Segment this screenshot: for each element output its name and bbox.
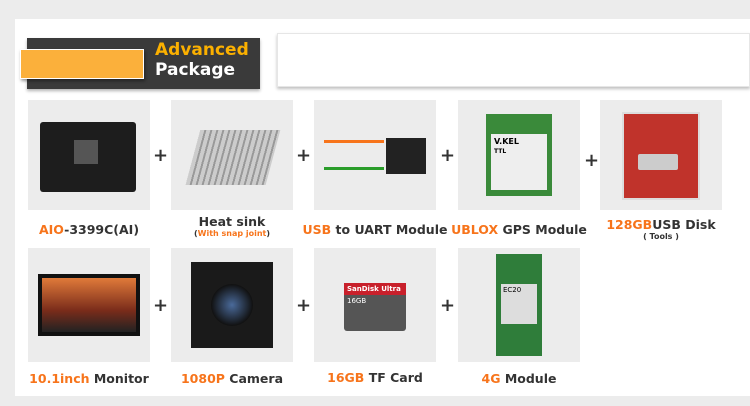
plus-sign: + [440, 295, 456, 316]
product-card-camera [171, 248, 293, 362]
label-camera: 1080P Camera [180, 371, 284, 386]
header-white-box [277, 33, 750, 87]
gps-module-image: V.KEL TTL [486, 114, 552, 196]
product-card-4g: EC20 [458, 248, 580, 362]
label-monitor: 10.1inch Monitor [29, 371, 149, 386]
gps-sublabel: TTL [494, 148, 507, 155]
label-usb-uart: USB to UART Module [302, 222, 448, 237]
heatsink-image [185, 130, 281, 185]
label-heatsink: Heat sink(With snap joint) [193, 214, 271, 238]
camera-image [191, 262, 273, 348]
monitor-image [38, 274, 140, 336]
plus-sign: + [153, 145, 169, 166]
product-card-gps: V.KEL TTL [458, 100, 580, 210]
usb-disk-image [622, 112, 700, 200]
plus-sign: + [296, 145, 312, 166]
product-card-board [28, 100, 150, 210]
header-title-line2: Package [155, 60, 236, 80]
product-card-tf-card: SanDisk Ultra 16GB [314, 248, 436, 362]
product-card-monitor [28, 248, 150, 362]
cable-image [324, 140, 384, 170]
label-4g: 4G Module [481, 371, 557, 386]
gps-label: V.KEL [494, 137, 519, 146]
label-usb-disk: 128GBUSB Disk( Tools ) [606, 217, 716, 241]
tf-card-image: SanDisk Ultra 16GB [344, 283, 406, 331]
sd-line: Ultra [381, 285, 401, 293]
plus-sign: + [584, 150, 600, 171]
label-gps: UBLOX GPS Module [451, 222, 587, 237]
plus-sign: + [153, 295, 169, 316]
uart-module-image [386, 138, 426, 174]
label-tf-card: 16GB TF Card [327, 370, 423, 385]
header-accent-block [20, 49, 144, 79]
label-board: AIO-3399C(AI) [38, 222, 140, 237]
header-title-line1: Advanced [155, 40, 249, 60]
product-card-heatsink [171, 100, 293, 210]
board-image [40, 122, 136, 192]
product-card-usb-disk [600, 100, 722, 210]
sd-brand: SanDisk [347, 285, 379, 293]
4g-module-image: EC20 [496, 254, 542, 356]
product-card-usb-uart [314, 100, 436, 210]
sd-size: 16GB [347, 297, 367, 305]
plus-sign: + [440, 145, 456, 166]
module-label: EC20 [501, 284, 537, 324]
plus-sign: + [296, 295, 312, 316]
